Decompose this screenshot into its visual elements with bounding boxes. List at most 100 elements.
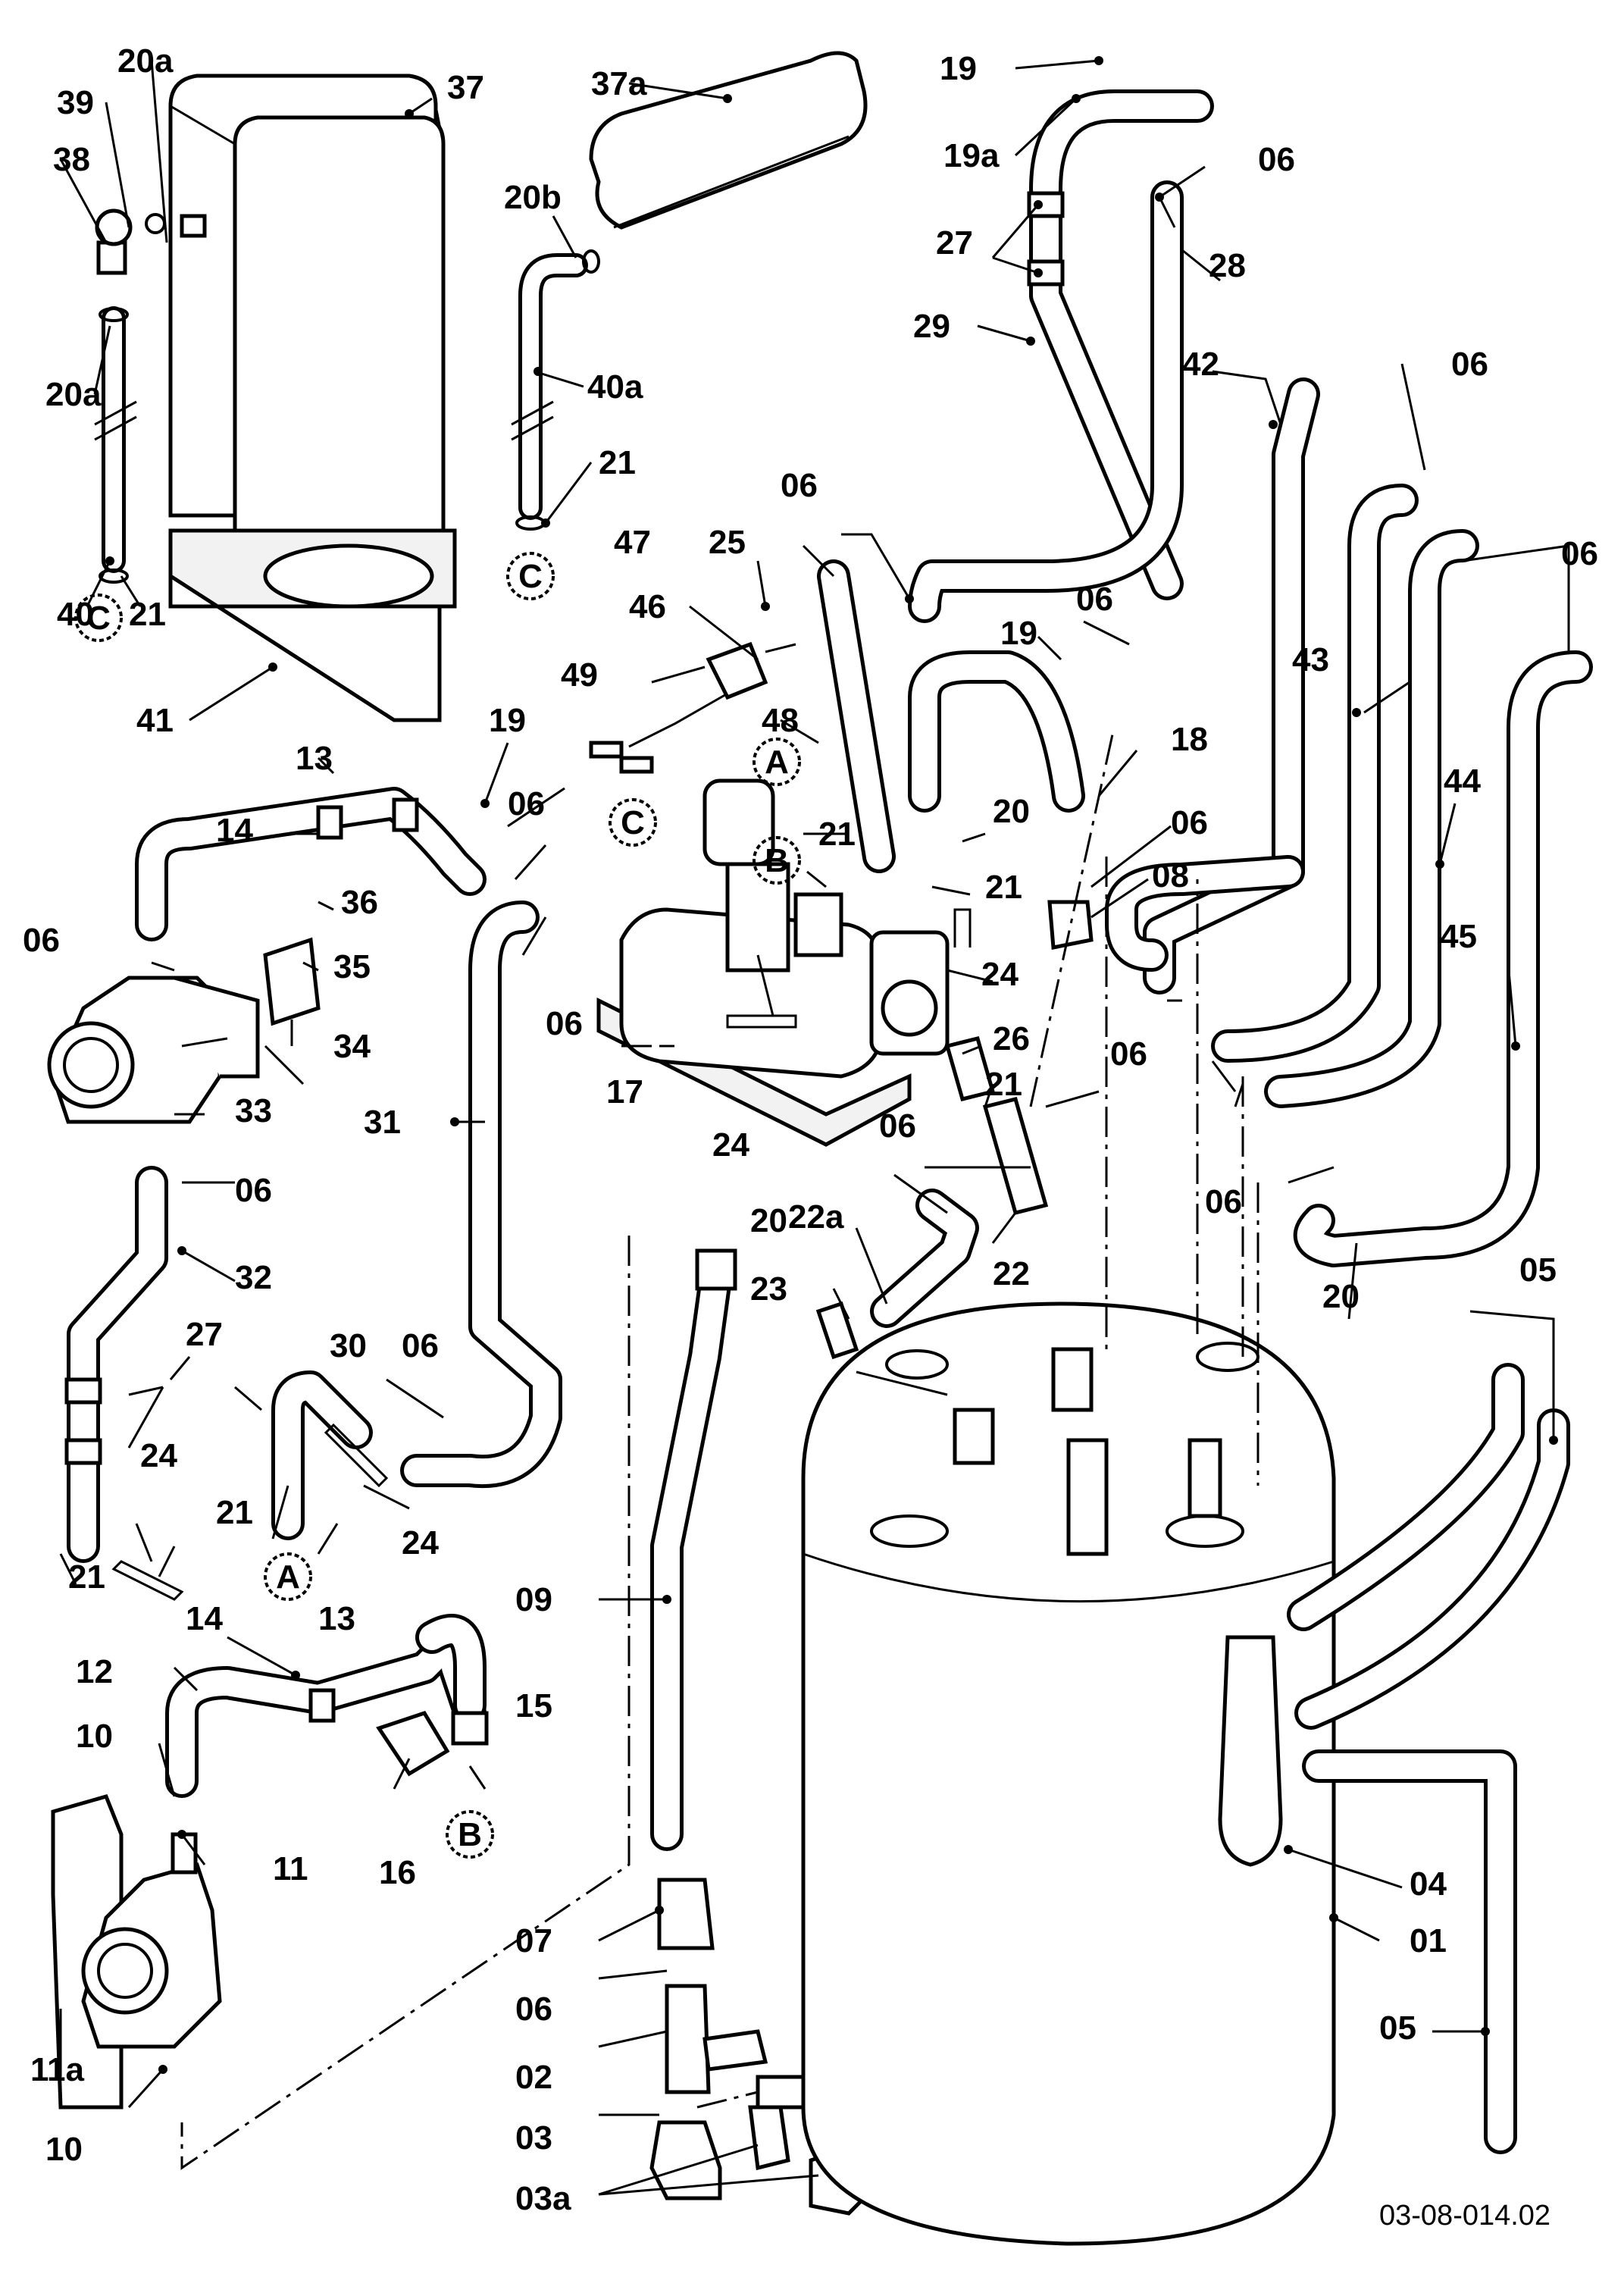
sensor-46-47-49 (589, 641, 796, 774)
label-34: 34 (333, 1028, 371, 1065)
label-06-r1: 06 (1451, 346, 1488, 383)
label-05-b: 05 (1379, 2009, 1416, 2047)
label-49: 49 (561, 656, 598, 694)
label-46: 46 (629, 588, 666, 625)
label-40a: 40a (587, 368, 643, 406)
label-20a-mid: 20a (45, 376, 102, 413)
assembly-lines (180, 727, 1259, 2170)
connector-b-block: B (765, 842, 789, 879)
water-tank-01 (756, 1301, 1336, 2246)
label-37: 37 (447, 69, 484, 106)
label-29: 29 (913, 308, 950, 345)
label-23: 23 (750, 1270, 787, 1308)
leader-lines (59, 59, 1570, 2196)
label-42: 42 (1182, 346, 1219, 383)
hoses-05 (1287, 1363, 1570, 2154)
label-06-top: 06 (1258, 141, 1295, 178)
label-24-l2: 24 (402, 1524, 439, 1561)
air-vent-35 (263, 937, 321, 1046)
label-06-c4: 06 (1110, 1035, 1147, 1073)
label-11: 11 (273, 1850, 308, 1887)
label-41: 41 (136, 702, 174, 739)
label-05-top: 05 (1519, 1251, 1557, 1289)
label-09: 09 (515, 1581, 552, 1618)
label-03: 03 (515, 2119, 552, 2157)
label-43: 43 (1292, 641, 1329, 678)
label-21-c1: 21 (818, 816, 856, 853)
connector-marks (74, 552, 801, 1859)
connector-c-right: C (518, 558, 543, 595)
label-22: 22 (993, 1255, 1030, 1292)
leader-dots (105, 56, 1558, 2074)
label-06-l2: 06 (23, 922, 60, 959)
label-19a: 19a (943, 137, 1000, 174)
label-14-top: 14 (216, 812, 253, 849)
connector-b-pipe12: B (458, 1816, 482, 1853)
connector-c-left: C (86, 600, 111, 637)
label-31: 31 (364, 1104, 401, 1141)
label-19-l: 19 (489, 702, 526, 739)
label-03a: 03a (515, 2180, 571, 2217)
label-24-b: 24 (712, 1126, 749, 1164)
tube-40 (94, 208, 207, 584)
label-13-b: 13 (318, 1600, 355, 1637)
label-21-l3: 21 (68, 1558, 105, 1596)
label-18: 18 (1171, 721, 1208, 758)
tube-40a (511, 249, 600, 531)
vessel-base-41 (168, 528, 457, 722)
connector-a-pipe30: A (276, 1558, 300, 1596)
pump-11 (51, 1793, 222, 2110)
connector-a-block: A (765, 744, 789, 781)
pipes-27-28-29 (908, 89, 1214, 623)
label-14-b: 14 (186, 1600, 223, 1637)
label-21-l2: 21 (216, 1494, 253, 1531)
label-48: 48 (762, 702, 799, 739)
label-45: 45 (1440, 918, 1477, 955)
label-04: 04 (1410, 1865, 1447, 1903)
pipe-36 (135, 787, 487, 941)
label-35: 35 (333, 948, 371, 985)
label-20-r: 20 (1322, 1278, 1360, 1315)
part-labels: 20a 39 38 37 20a 40 21 41 37a 20b 40a 21… (23, 42, 1598, 2232)
label-21-top: 21 (599, 444, 636, 481)
label-06-c3: 06 (1171, 804, 1208, 841)
label-06-l3: 06 (546, 1005, 583, 1042)
label-06-c2: 06 (1076, 581, 1113, 618)
label-13-top: 13 (296, 740, 333, 777)
label-06-l5: 06 (402, 1327, 439, 1364)
label-20a-top: 20a (117, 42, 174, 80)
pipes-18-25 (817, 559, 1305, 972)
label-26: 26 (993, 1020, 1030, 1057)
label-21-c3: 21 (985, 1066, 1022, 1103)
label-06-l4: 06 (235, 1172, 272, 1209)
label-24-c: 24 (981, 956, 1019, 993)
label-22a: 22a (788, 1198, 844, 1236)
pipe-12 (165, 1614, 489, 1798)
label-20b: 20b (504, 179, 562, 216)
label-12: 12 (76, 1653, 113, 1690)
label-10-b: 10 (45, 2131, 83, 2168)
label-40: 40 (57, 596, 94, 633)
clip-16 (376, 1710, 450, 1777)
label-38: 38 (53, 141, 90, 178)
label-28: 28 (1209, 247, 1246, 284)
expansion-vessel-37 (168, 74, 446, 586)
expansion-vessel-37a (589, 51, 868, 230)
drawing-id: 03-08-014.02 (1379, 2200, 1550, 2232)
nipple-26 (944, 900, 1094, 1102)
label-27-l: 27 (186, 1316, 223, 1353)
label-10-top: 10 (76, 1718, 113, 1755)
label-47: 47 (614, 524, 651, 561)
label-39: 39 (57, 84, 94, 121)
label-06-c1: 06 (781, 467, 818, 504)
label-06-l1: 06 (508, 785, 545, 822)
label-27-top: 27 (936, 224, 973, 262)
label-20-c2: 20 (750, 1202, 787, 1239)
label-06-r3: 06 (1205, 1183, 1242, 1220)
pipes-42-45 (1143, 377, 1593, 1267)
label-07: 07 (515, 1922, 552, 1959)
label-33: 33 (235, 1092, 272, 1129)
label-30: 30 (330, 1327, 367, 1364)
label-21-c2: 21 (985, 869, 1022, 906)
